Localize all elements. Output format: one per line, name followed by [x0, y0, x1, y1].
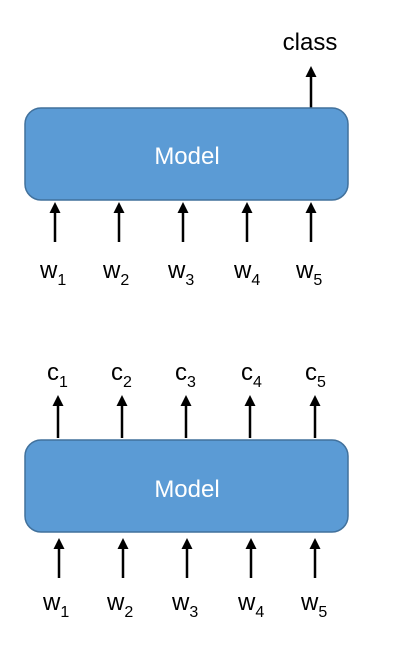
sequence-labeling-diagram: c1 c2 c3 c4 c5 [24, 359, 349, 621]
bottom-input-label: w1 [42, 589, 69, 621]
top-input-label: w2 [102, 257, 129, 289]
bottom-model-label: Model [154, 476, 219, 503]
bottom-input-arrow [117, 538, 129, 578]
top-input-label: w1 [39, 257, 66, 289]
bottom-output-arrow [116, 395, 128, 438]
top-output-label: class [283, 29, 338, 56]
bottom-output-label: c1 [47, 359, 68, 391]
bottom-input-arrow [181, 538, 193, 578]
bottom-output-arrow [309, 395, 321, 438]
top-model-box: Model [24, 107, 349, 201]
bottom-input-label: w2 [106, 589, 133, 621]
bottom-output-arrow [244, 395, 256, 438]
bottom-input-label: w4 [237, 589, 264, 621]
top-input-label: w4 [233, 257, 260, 289]
bottom-input-arrow [53, 538, 65, 578]
top-output-arrow [305, 66, 317, 108]
bottom-output-arrow [180, 395, 192, 438]
bottom-output-label: c3 [175, 359, 196, 391]
top-input-label: w3 [167, 257, 194, 289]
top-model-label: Model [154, 143, 219, 170]
bottom-output-label: c2 [111, 359, 132, 391]
top-input-arrow [305, 202, 317, 242]
bottom-input-label: w3 [171, 589, 198, 621]
top-input-arrow [49, 202, 61, 242]
bottom-output-label: c4 [241, 359, 262, 391]
bottom-output-label: c5 [305, 359, 326, 391]
bottom-input-arrow [245, 538, 257, 578]
bottom-output-arrow [52, 395, 64, 438]
sequence-classification-diagram: class Model [24, 29, 349, 289]
top-input-arrow [177, 202, 189, 242]
top-input-label: w5 [295, 257, 322, 289]
top-input-arrow [113, 202, 125, 242]
bottom-model-box: Model [24, 439, 349, 533]
top-input-arrow [241, 202, 253, 242]
bottom-input-arrow [309, 538, 321, 578]
bottom-input-label: w5 [300, 589, 327, 621]
